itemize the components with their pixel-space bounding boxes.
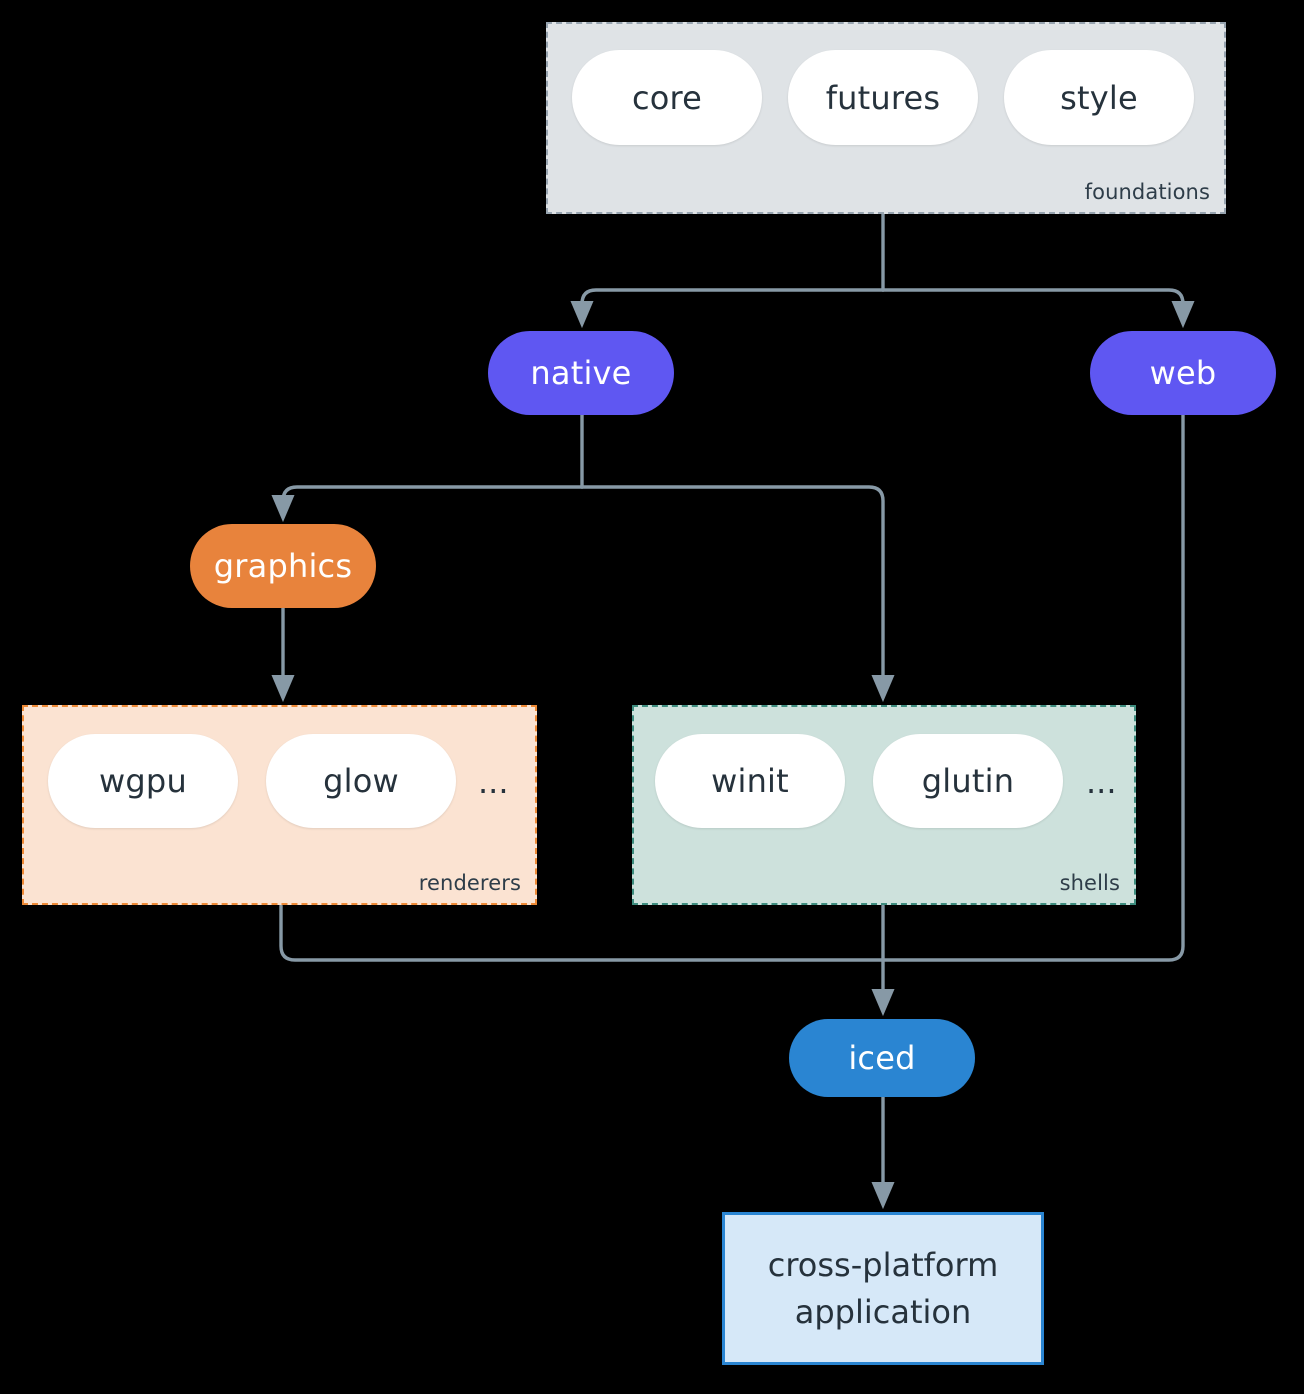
node-iced[interactable]: iced xyxy=(789,1019,975,1097)
node-futures-label: futures xyxy=(825,78,941,117)
node-shells-more: ... xyxy=(1086,763,1117,801)
node-futures[interactable]: futures xyxy=(788,50,978,145)
node-application[interactable]: cross-platform application xyxy=(722,1212,1044,1365)
cluster-label-shells: shells xyxy=(1059,871,1120,895)
node-iced-label: iced xyxy=(848,1039,916,1077)
node-web[interactable]: web xyxy=(1090,331,1276,415)
node-web-label: web xyxy=(1149,354,1217,392)
node-application-label-line1: cross-platform xyxy=(767,1246,999,1285)
node-native-label: native xyxy=(530,354,632,392)
node-core-label: core xyxy=(631,78,703,117)
node-renderers-more: ... xyxy=(478,763,509,801)
node-winit[interactable]: winit xyxy=(655,734,845,828)
node-core[interactable]: core xyxy=(572,50,762,145)
node-style[interactable]: style xyxy=(1004,50,1194,145)
node-native[interactable]: native xyxy=(488,331,674,415)
node-graphics[interactable]: graphics xyxy=(190,524,376,608)
node-glow[interactable]: glow xyxy=(266,734,456,828)
node-glutin[interactable]: glutin xyxy=(873,734,1063,828)
node-wgpu[interactable]: wgpu xyxy=(48,734,238,828)
node-style-label: style xyxy=(1060,78,1138,117)
cluster-label-renderers: renderers xyxy=(418,871,521,895)
node-wgpu-label: wgpu xyxy=(99,762,187,800)
node-glow-label: glow xyxy=(323,762,399,800)
cluster-label-foundations: foundations xyxy=(1084,180,1210,204)
node-application-label-line2: application xyxy=(794,1292,972,1331)
node-winit-label: winit xyxy=(711,762,789,800)
node-glutin-label: glutin xyxy=(921,762,1015,800)
node-graphics-label: graphics xyxy=(213,547,353,585)
